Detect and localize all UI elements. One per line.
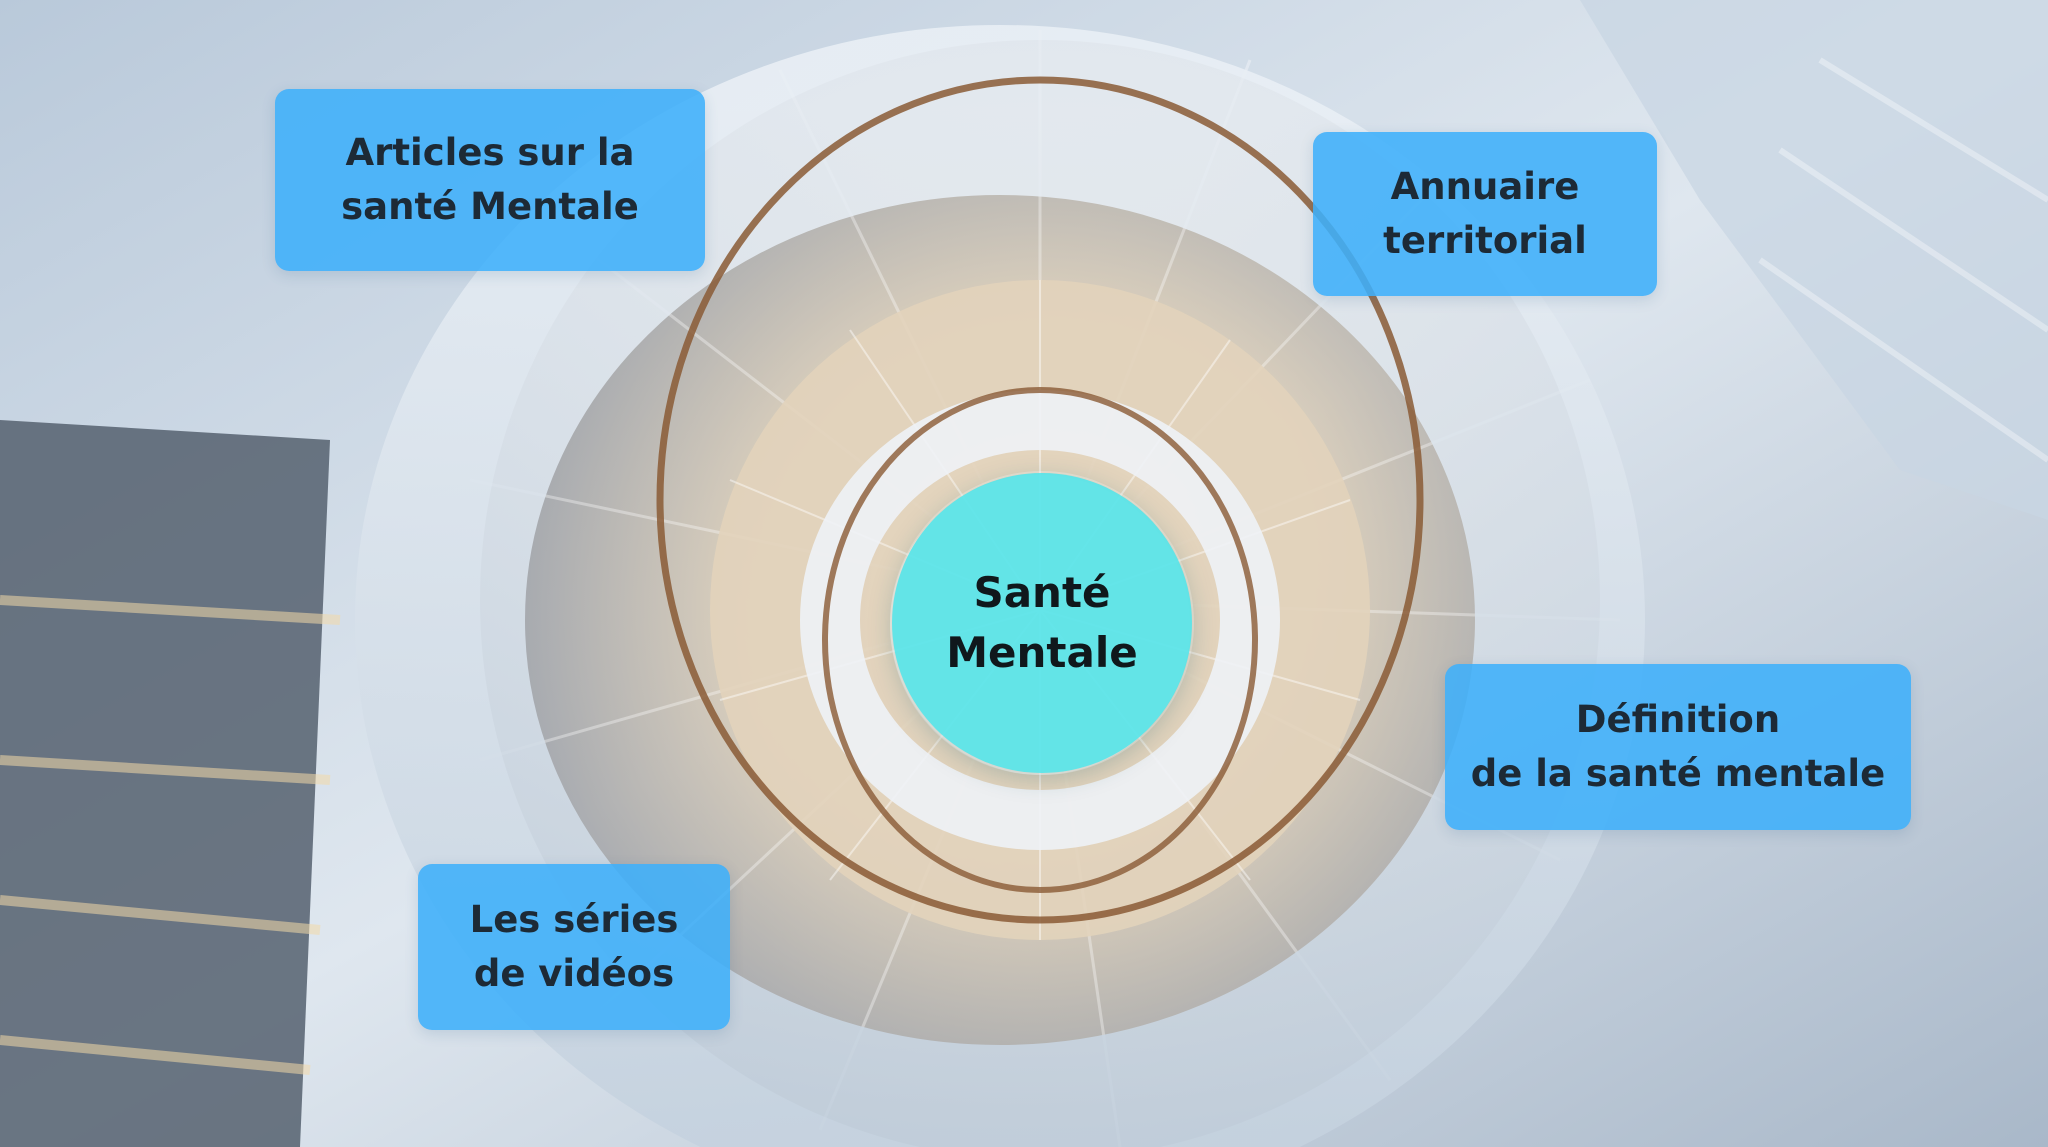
videos-card[interactable]: Les séries de vidéos	[418, 864, 730, 1030]
annuaire-card[interactable]: Annuaire territorial	[1313, 132, 1657, 296]
hub-title-line1: Santé	[973, 568, 1111, 617]
definition-card-line2: de la santé mentale	[1470, 752, 1886, 795]
articles-card-line1: Articles sur la	[345, 131, 635, 174]
definition-card[interactable]: Définition de la santé mentale	[1445, 664, 1911, 830]
videos-card-line2: de vidéos	[473, 952, 675, 995]
hub-title-line2: Mentale	[946, 628, 1138, 677]
annuaire-card-line2: territorial	[1383, 219, 1587, 262]
annuaire-card-line1: Annuaire	[1390, 165, 1580, 208]
videos-card-line1: Les séries	[469, 898, 679, 941]
articles-card-line2: santé Mentale	[341, 185, 639, 228]
sante-mentale-hub[interactable]: Santé Mentale	[892, 473, 1192, 773]
definition-card-line1: Définition	[1575, 698, 1781, 741]
articles-card[interactable]: Articles sur la santé Mentale	[275, 89, 705, 271]
